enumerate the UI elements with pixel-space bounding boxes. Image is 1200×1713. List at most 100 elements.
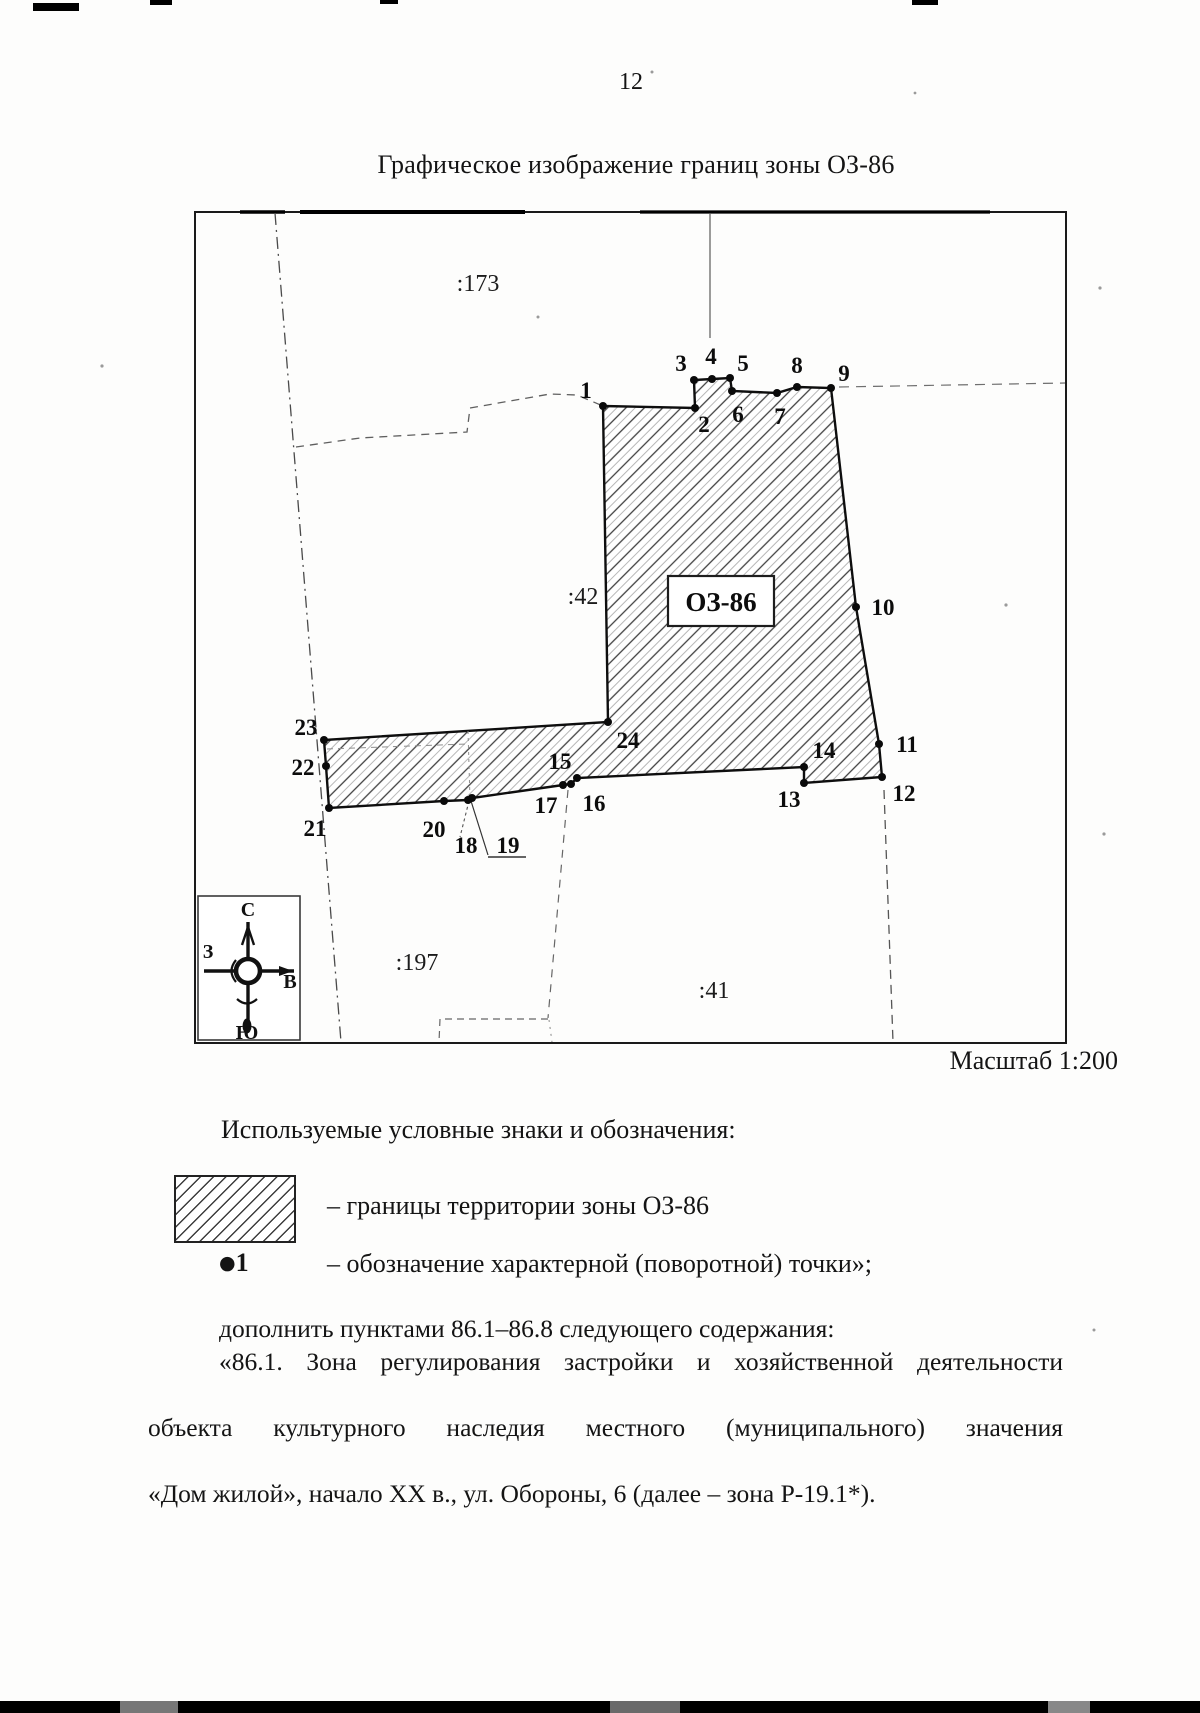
- body-line-86-1-c: «Дом жилой», начало XX в., ул. Обороны, …: [148, 1479, 876, 1508]
- parcel-173-label: :173: [457, 271, 500, 297]
- boundary-point-6-label: 6: [732, 402, 744, 427]
- boundary-point-2-dot: [691, 404, 699, 412]
- body-line-supplement: дополнить пунктами 86.1–86.8 следующего …: [219, 1314, 835, 1343]
- boundary-point-23-dot: [320, 736, 328, 744]
- boundary-point-8-dot: [793, 383, 801, 391]
- boundary-point-15-dot: [573, 774, 581, 782]
- legend-hatch-swatch-icon: [174, 1175, 296, 1243]
- boundary-point-17-dot: [559, 781, 567, 789]
- boundary-point-4-dot: [708, 375, 716, 383]
- boundary-point-6-dot: [728, 387, 736, 395]
- boundary-point-16-label: 16: [583, 791, 606, 816]
- scan-artifact: [150, 0, 172, 5]
- boundary-point-19-dot: [464, 796, 472, 804]
- boundary-point-18-label: 18: [455, 833, 478, 858]
- boundary-point-3-dot: [690, 376, 698, 384]
- body-line-86-1-a: «86.1. Зона регулирования застройки и хо…: [219, 1347, 1063, 1376]
- cadastral-line-bottom-step: [438, 1018, 548, 1043]
- compass-letter-south: Ю: [236, 1022, 259, 1044]
- boundary-point-7-label: 7: [774, 404, 786, 429]
- boundary-point-17-label: 17: [535, 793, 558, 818]
- parcel-labels: :173 :42 :197 :41: [396, 271, 730, 1004]
- zone-label-box: [666, 574, 776, 628]
- boundary-point-14-label: 14: [813, 738, 837, 763]
- page-number: 12: [619, 69, 643, 95]
- boundary-point-20-label: 20: [423, 817, 446, 842]
- boundary-point-5-dot: [726, 374, 734, 382]
- boundary-point-15-label: 15: [549, 749, 572, 774]
- old-parcel-line-vertical: [467, 730, 471, 801]
- boundary-point-7-dot: [773, 389, 781, 397]
- cadastral-line-below-17: [547, 789, 569, 1019]
- boundary-point-14-dot: [800, 763, 808, 771]
- compass-south-hook-icon: [236, 998, 258, 1005]
- boundary-point-1-label: 1: [580, 378, 592, 403]
- body-line-86-1-b: объекта культурного наследия местного (м…: [148, 1413, 1063, 1442]
- boundary-point-24-dot: [604, 718, 612, 726]
- compass-east-arrow-icon: [279, 966, 293, 976]
- compass-letter-north: С: [241, 899, 255, 921]
- boundary-point-24-label: 24: [617, 728, 641, 753]
- boundary-point-2-label: 2: [698, 412, 710, 437]
- boundary-point-1-dot: [599, 402, 607, 410]
- map-scale-note: Масштаб 1:200: [949, 1046, 1118, 1075]
- boundary-point-10-dot: [852, 603, 860, 611]
- boundary-point-23-label: 23: [295, 715, 318, 740]
- map-frame: [194, 211, 1067, 1044]
- boundary-point-3-label: 3: [675, 351, 687, 376]
- scan-artifact: [912, 0, 938, 5]
- boundary-point-10-label: 10: [872, 595, 895, 620]
- boundary-point-11-label: 11: [896, 732, 918, 757]
- parcel-42-label: :42: [568, 584, 599, 610]
- compass-north-arrow-icon: [240, 923, 256, 946]
- boundary-point-12-dot: [878, 773, 886, 781]
- scan-artifact: [33, 3, 79, 11]
- page-title: Графическое изображение границ зоны ОЗ-8…: [377, 150, 895, 179]
- boundary-point-20-dot: [440, 797, 448, 805]
- boundary-point-22-dot: [322, 762, 330, 770]
- boundary-point-22-label: 22: [292, 755, 315, 780]
- body-text-block: дополнить пунктами 86.1–86.8 следующего …: [148, 1312, 1063, 1510]
- compass-letter-east: В: [283, 971, 296, 993]
- boundary-point-4-label: 4: [705, 344, 717, 369]
- legend-point-marker-icon: ●1: [219, 1248, 249, 1278]
- boundary-point-13-dot: [800, 779, 808, 787]
- boundary-point-11-dot: [875, 740, 883, 748]
- cadastral-line-below-12: [883, 789, 894, 1043]
- scan-artifact-bottom-bar: [0, 1701, 1200, 1713]
- parcel-197-label: :197: [396, 950, 439, 976]
- leader-line-18: [459, 800, 470, 838]
- compass-hub: [233, 956, 263, 986]
- parcel-41-label: :41: [699, 978, 730, 1004]
- cadastral-line-dotted: [548, 1019, 553, 1043]
- boundary-point-13-label: 13: [778, 787, 801, 812]
- old-parcel-line-horizontal: [326, 743, 468, 750]
- boundary-point-9-dot: [827, 384, 835, 392]
- leader-line-19: [470, 800, 489, 856]
- compass-letter-west: З: [203, 941, 214, 963]
- point-bullet-icon: ●: [219, 1252, 236, 1274]
- scan-artifact: [120, 1701, 178, 1713]
- zone-oz-86-boundary: [322, 376, 884, 810]
- boundary-point-21-dot: [325, 804, 333, 812]
- compass-rose: С Ю З В: [197, 895, 301, 1044]
- scan-artifact: [380, 0, 398, 4]
- scan-artifact: [610, 1701, 680, 1713]
- boundary-point-8-label: 8: [791, 353, 803, 378]
- legend-heading: Используемые условные знаки и обозначени…: [221, 1115, 736, 1144]
- point-marker-number: 1: [235, 1248, 249, 1277]
- compass-south-tip: [242, 1018, 252, 1034]
- boundary-point-12-label: 12: [893, 781, 916, 806]
- legend-item-turning-point: – обозначение характерной (поворотной) т…: [327, 1249, 873, 1278]
- zone-label-text: ОЗ-86: [685, 587, 756, 617]
- legend-item-zone-boundary: – границы территории зоны ОЗ-86: [327, 1191, 710, 1220]
- cadastral-line-left-diagonal: [274, 212, 342, 1043]
- boundary-point-5-label: 5: [737, 351, 749, 376]
- boundary-point-16-dot: [567, 780, 575, 788]
- compass-west-hook-icon: [230, 959, 237, 983]
- scan-specks: [100, 70, 1106, 1332]
- cadastral-line-173-42: [295, 393, 604, 448]
